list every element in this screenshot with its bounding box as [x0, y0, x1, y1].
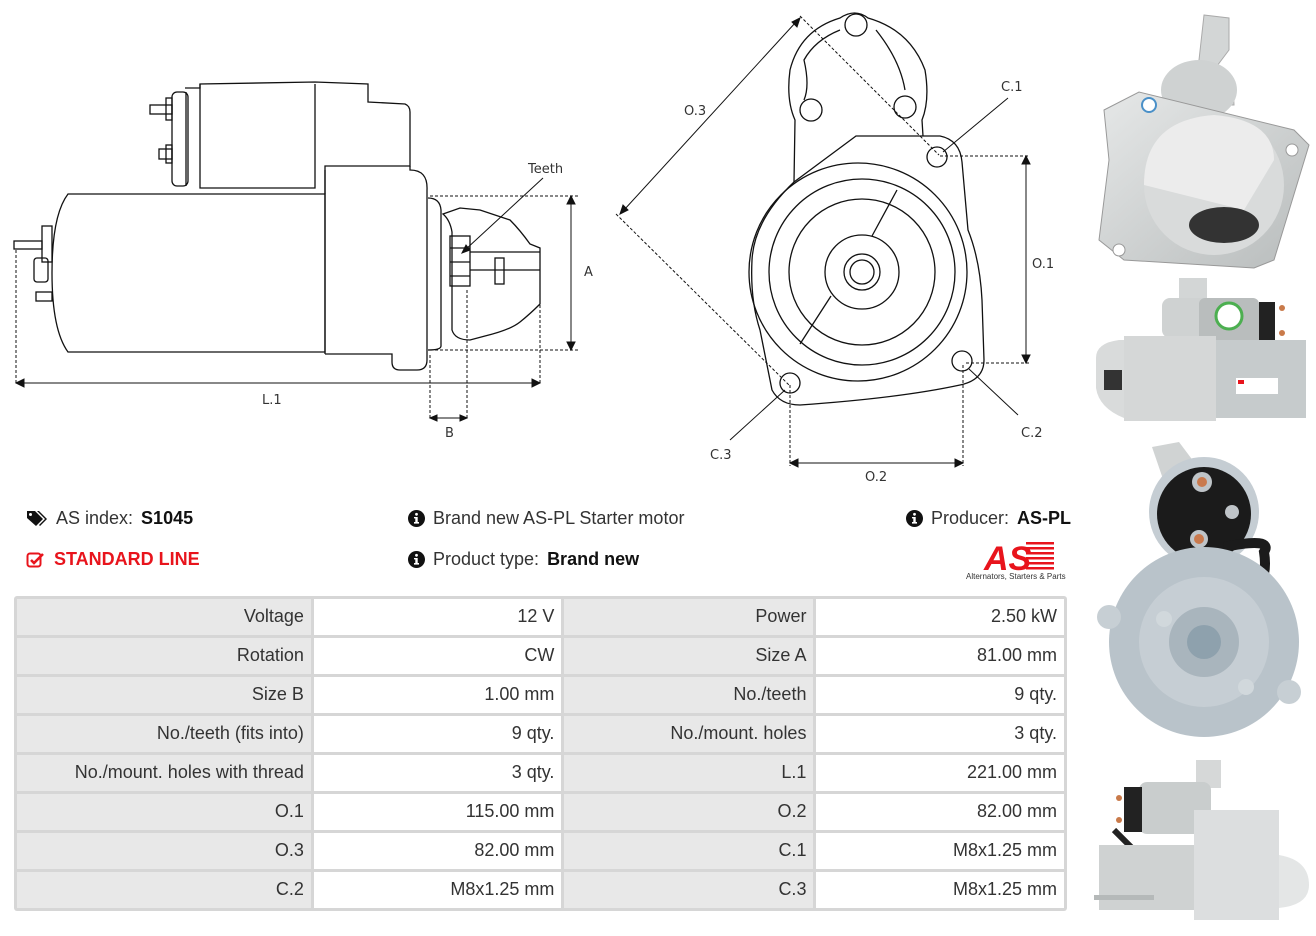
- spec-label: No./teeth (fits into): [17, 716, 311, 752]
- product-type-value: Brand new: [547, 549, 640, 569]
- producer-label: Producer:: [931, 508, 1010, 528]
- spec-value: 9 qty.: [816, 677, 1064, 713]
- as-index: AS index: S1045: [26, 508, 193, 529]
- o2-label: O.2: [865, 470, 887, 485]
- product-type: Product type: Brand new: [408, 549, 639, 570]
- producer-value: AS-PL: [1017, 508, 1072, 528]
- teeth-label: Teeth: [527, 162, 563, 177]
- spec-label: C.1: [564, 833, 814, 869]
- o3-label: O.3: [684, 104, 706, 119]
- photo-front-flange[interactable]: [1084, 10, 1316, 275]
- product-line: STANDARD LINE: [26, 549, 200, 570]
- spec-value: 82.00 mm: [313, 833, 562, 869]
- logo-caption: Alternators, Starters & Parts: [966, 572, 1066, 581]
- info-circle-icon: [408, 551, 425, 568]
- spec-value: 3 qty.: [313, 755, 562, 791]
- product-type-label: Product type:: [433, 549, 540, 569]
- spec-value: 12 V: [313, 599, 562, 635]
- spec-label: Voltage: [17, 599, 311, 635]
- tags-icon: [26, 510, 48, 528]
- info-circle-icon: [408, 510, 425, 527]
- description: Brand new AS-PL Starter motor: [408, 508, 684, 529]
- as-logo: AS: [960, 538, 1070, 584]
- spec-value: 115.00 mm: [313, 794, 562, 830]
- spec-value: M8x1.25 mm: [816, 872, 1064, 908]
- spec-label: Rotation: [17, 638, 311, 674]
- spec-value: 221.00 mm: [816, 755, 1064, 791]
- spec-label: L.1: [564, 755, 814, 791]
- spec-value: CW: [313, 638, 562, 674]
- spec-label: O.2: [564, 794, 814, 830]
- c2-label: C.2: [1021, 426, 1042, 441]
- spec-value: M8x1.25 mm: [816, 833, 1064, 869]
- photo-rear-view[interactable]: [1084, 442, 1316, 742]
- front-view-svg: O.3 C.1 O.1 C.2 C.3 O.2: [615, 12, 1054, 485]
- photo-side-view[interactable]: [1084, 278, 1316, 428]
- size-a-label: A: [584, 265, 593, 280]
- c3-label: C.3: [710, 448, 731, 463]
- size-b-label: B: [445, 426, 454, 441]
- description-text: Brand new AS-PL Starter motor: [433, 508, 685, 528]
- spec-label: Size B: [17, 677, 311, 713]
- spec-value: 81.00 mm: [816, 638, 1064, 674]
- spec-label: No./mount. holes: [564, 716, 814, 752]
- info-circle-icon: [906, 510, 923, 527]
- spec-row: No./teeth (fits into)9 qty.No./mount. ho…: [17, 716, 1064, 752]
- spec-value: 2.50 kW: [816, 599, 1064, 635]
- spec-label: O.3: [17, 833, 311, 869]
- producer: Producer: AS-PL: [906, 508, 1071, 529]
- c1-label: C.1: [1001, 80, 1022, 95]
- as-index-label: AS index:: [56, 508, 134, 528]
- logo-text: AS: [983, 540, 1032, 574]
- spec-value: 3 qty.: [816, 716, 1064, 752]
- spec-value: 9 qty.: [313, 716, 562, 752]
- o1-label: O.1: [1032, 257, 1054, 272]
- photo-side-view-2[interactable]: [1084, 760, 1316, 925]
- spec-value: 1.00 mm: [313, 677, 562, 713]
- spec-label: C.2: [17, 872, 311, 908]
- spec-label: Power: [564, 599, 814, 635]
- side-view-svg: Teeth A L.1 B: [13, 81, 593, 441]
- product-photos: [1084, 0, 1316, 936]
- spec-value: 82.00 mm: [816, 794, 1064, 830]
- spec-label: No./mount. holes with thread: [17, 755, 311, 791]
- spec-label: O.1: [17, 794, 311, 830]
- side-view-drawing: Teeth A L.1 B: [0, 0, 600, 480]
- front-view-drawing: O.3 C.1 O.1 C.2 C.3 O.2: [600, 0, 1080, 490]
- spec-label: No./teeth: [564, 677, 814, 713]
- spec-label: Size A: [564, 638, 814, 674]
- as-index-value: S1045: [141, 508, 194, 528]
- check-square-icon: [26, 551, 46, 569]
- length-label: L.1: [262, 393, 282, 408]
- product-line-label: STANDARD LINE: [54, 549, 200, 569]
- spec-value: M8x1.25 mm: [313, 872, 562, 908]
- spec-label: C.3: [564, 872, 814, 908]
